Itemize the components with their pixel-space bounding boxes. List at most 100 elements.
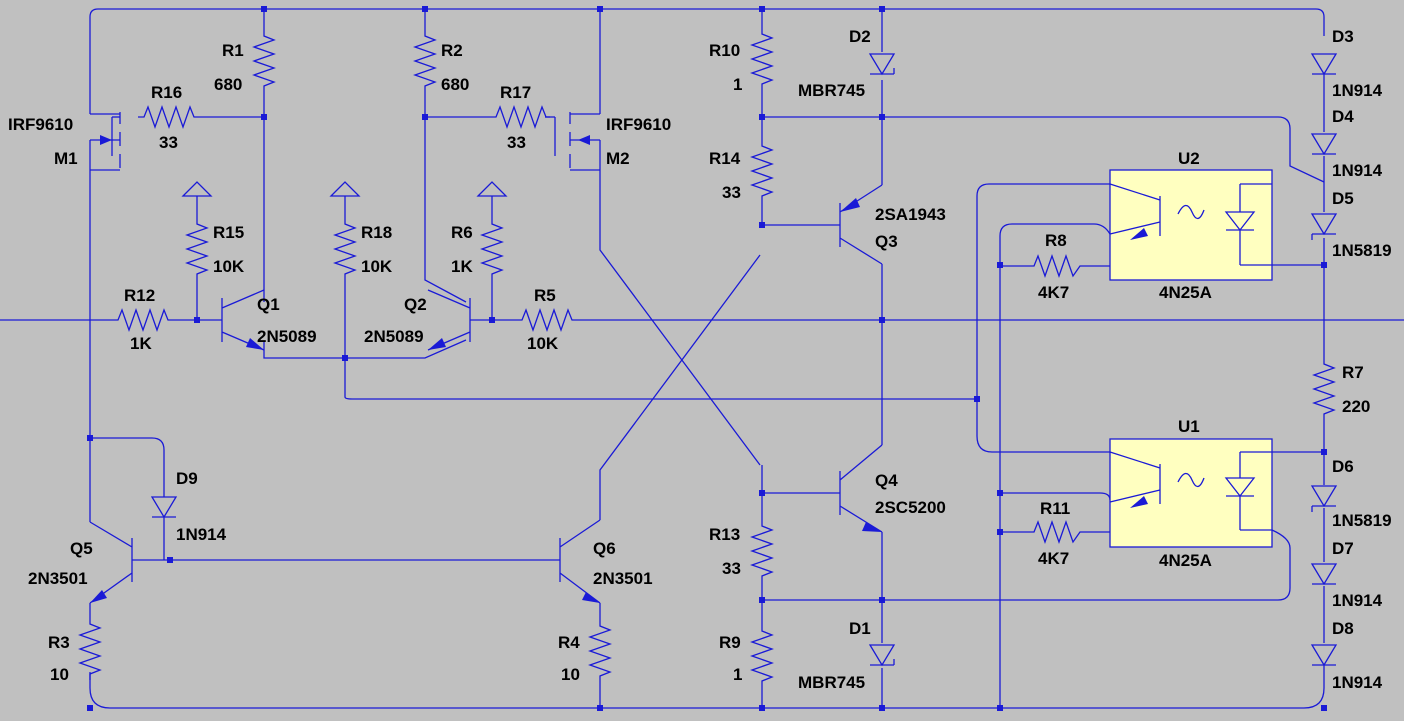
ref-arrow-r15 <box>181 181 213 200</box>
label-q2-ref: Q2 <box>404 295 427 314</box>
resistor-r5 <box>516 308 576 332</box>
label-q2-value: 2N5089 <box>364 327 424 346</box>
label-d4-value: 1N914 <box>1332 161 1383 180</box>
label-r9-ref: R9 <box>719 633 741 652</box>
label-r5-value: 10K <box>527 334 559 353</box>
label-r9-value: 1 <box>733 665 742 684</box>
label-r7-ref: R7 <box>1342 363 1364 382</box>
diode-d4 <box>1310 133 1338 156</box>
label-r16-value: 33 <box>159 133 178 152</box>
label-q4-ref: Q4 <box>875 471 898 490</box>
label-r14-value: 33 <box>722 183 741 202</box>
label-r10-value: 1 <box>733 75 742 94</box>
label-r4-value: 10 <box>561 665 580 684</box>
diode-d5 <box>1310 213 1338 240</box>
label-m2-ref: M2 <box>606 149 630 168</box>
label-d2-ref: D2 <box>849 27 871 46</box>
bjt-q6 <box>559 519 601 604</box>
bjt-q5 <box>89 521 133 604</box>
resistor-r2 <box>413 30 437 90</box>
wires <box>0 8 1404 709</box>
ref-arrow-r6 <box>476 181 508 200</box>
resistor-r10 <box>750 28 774 90</box>
diode-d9 <box>150 478 178 519</box>
diode-d7 <box>1310 563 1338 586</box>
label-r16-ref: R16 <box>151 83 182 102</box>
label-d5-ref: D5 <box>1332 189 1354 208</box>
label-d4-ref: D4 <box>1332 107 1354 126</box>
resistor-r3 <box>78 618 102 680</box>
label-q4-value: 2SC5200 <box>875 498 946 517</box>
label-q1-ref: Q1 <box>257 295 280 314</box>
label-r2-ref: R2 <box>441 41 463 60</box>
label-q5-value: 2N3501 <box>28 569 88 588</box>
diode-d3 <box>1310 53 1338 76</box>
resistor-r14 <box>750 140 774 202</box>
label-d1-value: MBR745 <box>798 673 865 692</box>
resistor-r11 <box>1030 520 1082 544</box>
label-r18-ref: R18 <box>361 223 392 242</box>
label-r10-ref: R10 <box>709 41 740 60</box>
label-r6-value: 1K <box>451 257 473 276</box>
label-u2-value: 4N25A <box>1159 283 1212 302</box>
label-r2-value: 680 <box>441 75 469 94</box>
label-d7-ref: D7 <box>1332 539 1354 558</box>
label-r3-value: 10 <box>50 665 69 684</box>
label-r6-ref: R6 <box>451 223 473 242</box>
label-m1-value: IRF9610 <box>8 115 73 134</box>
ref-arrow-r18 <box>329 181 361 200</box>
label-r12-value: 1K <box>130 334 152 353</box>
label-r17-ref: R17 <box>500 83 531 102</box>
junction-dots <box>87 6 1327 711</box>
diode-d6 <box>1310 485 1338 512</box>
bjt-q3 <box>839 184 883 265</box>
label-r18-value: 10K <box>361 257 393 276</box>
label-r3-ref: R3 <box>48 633 70 652</box>
label-q1-value: 2N5089 <box>257 327 317 346</box>
label-r11-value: 4K7 <box>1038 549 1069 568</box>
label-r4-ref: R4 <box>558 633 580 652</box>
label-q6-ref: Q6 <box>593 539 616 558</box>
label-r12-ref: R12 <box>124 286 155 305</box>
resistor-r7 <box>1312 358 1336 420</box>
label-d6-value: 1N5819 <box>1332 511 1392 530</box>
label-d1-ref: D1 <box>849 619 871 638</box>
label-r8-value: 4K7 <box>1038 283 1069 302</box>
label-q6-value: 2N3501 <box>593 569 653 588</box>
resistor-r13 <box>750 520 774 578</box>
bjt-q2 <box>427 289 471 351</box>
label-m1-ref: M1 <box>54 149 78 168</box>
bjt-q4 <box>839 444 883 533</box>
label-d5-value: 1N5819 <box>1332 241 1392 260</box>
resistor-r8 <box>1030 254 1082 278</box>
label-r17-value: 33 <box>507 133 526 152</box>
label-d9-value: 1N914 <box>176 525 227 544</box>
resistor-r16 <box>138 105 198 129</box>
resistor-r4 <box>588 620 612 680</box>
label-d3-ref: D3 <box>1332 27 1354 46</box>
label-d8-ref: D8 <box>1332 619 1354 638</box>
label-d8-value: 1N914 <box>1332 673 1383 692</box>
label-r15-value: 10K <box>213 257 245 276</box>
label-u1-value: 4N25A <box>1159 551 1212 570</box>
label-d3-value: 1N914 <box>1332 81 1383 100</box>
optocoupler-u1 <box>1109 438 1273 548</box>
resistor-r17 <box>490 105 550 129</box>
label-r14-ref: R14 <box>709 149 741 168</box>
label-d6-ref: D6 <box>1332 457 1354 476</box>
label-u2-ref: U2 <box>1178 149 1200 168</box>
diode-d1 <box>868 644 896 667</box>
label-q3-ref: Q3 <box>875 232 898 251</box>
diode-d2 <box>868 53 896 76</box>
mosfet-m1 <box>89 112 121 171</box>
resistor-r12 <box>112 308 172 332</box>
label-r7-value: 220 <box>1342 397 1370 416</box>
resistor-r1 <box>252 30 276 90</box>
mosfet-m2 <box>554 112 601 171</box>
diode-d8 <box>1310 644 1338 667</box>
optocoupler-u2 <box>1109 169 1273 281</box>
label-m2-value: IRF9610 <box>606 115 671 134</box>
label-q3-value: 2SA1943 <box>875 205 946 224</box>
label-r13-ref: R13 <box>709 525 740 544</box>
